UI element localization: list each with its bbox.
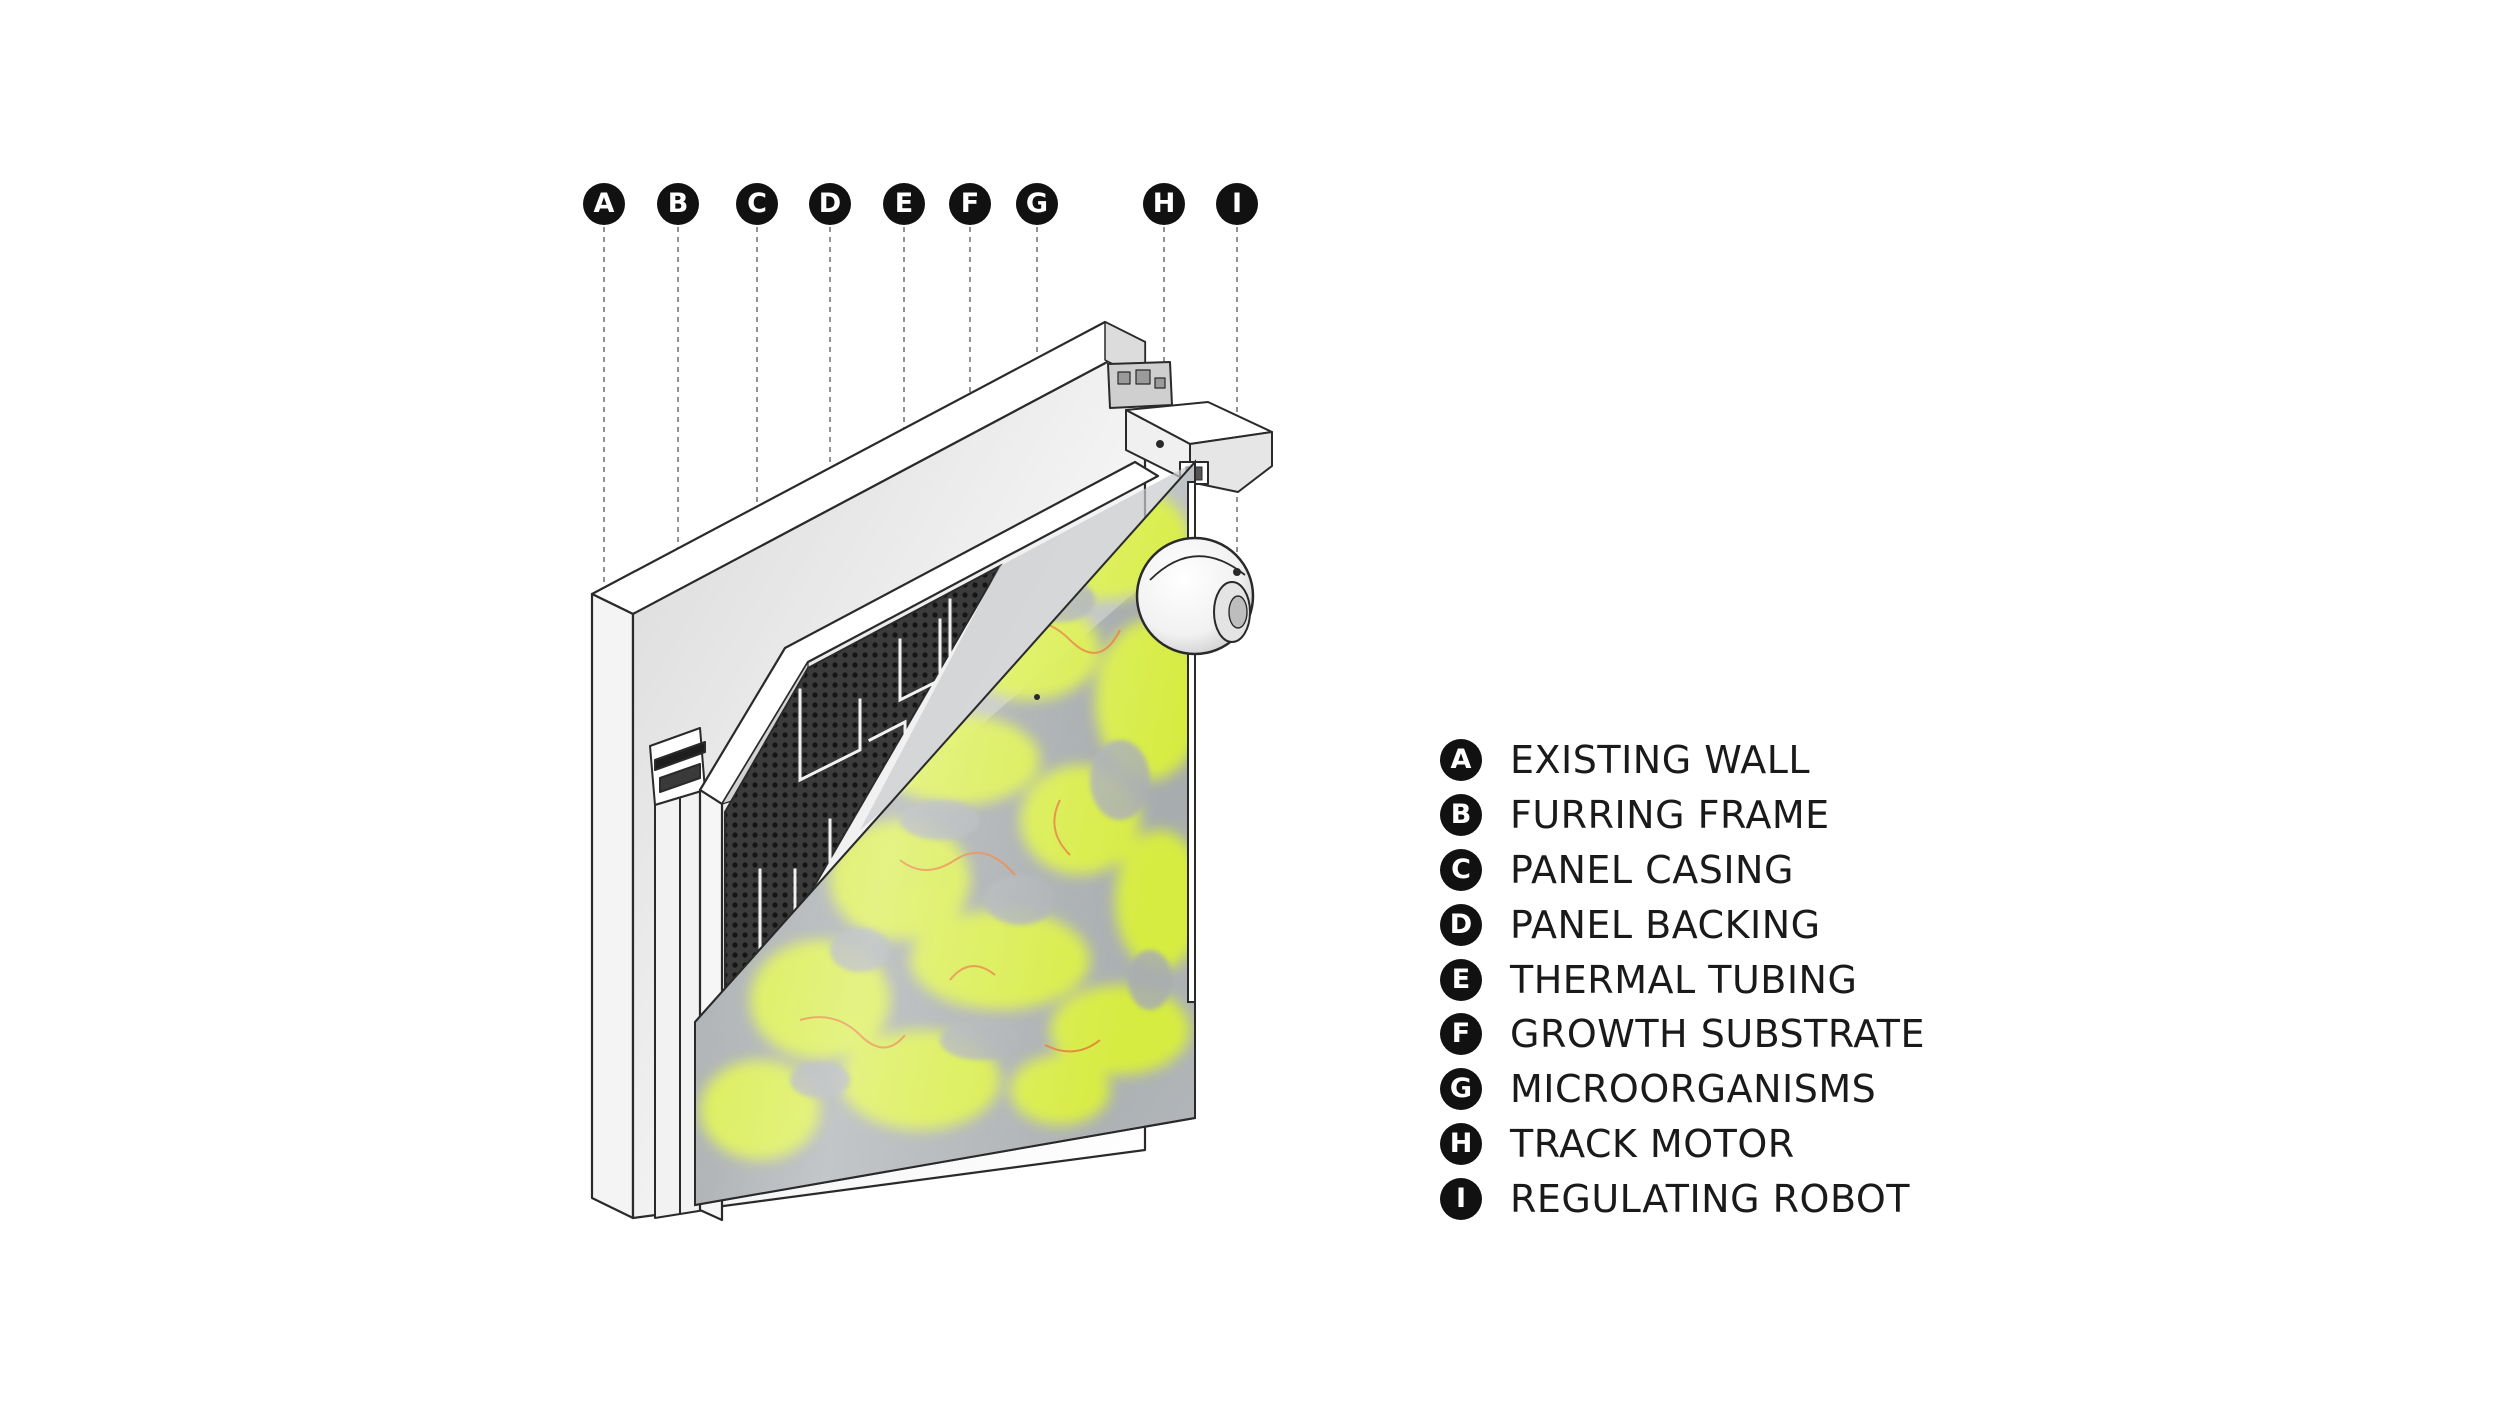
legend-label: REGULATING ROBOT	[1510, 1176, 1910, 1221]
legend-item-furring-frame: B FURRING FRAME	[1440, 788, 2000, 843]
regulating-robot	[1135, 481, 1255, 1003]
marker-i: I	[1216, 183, 1258, 225]
legend-label: PANEL BACKING	[1510, 902, 1821, 947]
legend-marker: I	[1440, 1177, 1482, 1220]
marker-f: F	[949, 183, 991, 225]
legend-marker: D	[1440, 903, 1482, 946]
legend-label: TRACK MOTOR	[1510, 1121, 1795, 1166]
marker-g: G	[1016, 183, 1058, 225]
legend-marker: G	[1440, 1068, 1482, 1111]
legend-marker: C	[1440, 848, 1482, 891]
legend-item-existing-wall: A EXISTING WALL	[1440, 733, 2000, 788]
legend-label: GROWTH SUBSTRATE	[1510, 1012, 1925, 1057]
legend-marker: F	[1440, 1013, 1482, 1056]
growth-substrate	[694, 459, 1196, 1207]
marker-h: H	[1143, 183, 1185, 225]
furring-frame	[649, 727, 706, 1219]
marker-b: B	[657, 183, 699, 225]
track-motor-housing	[1107, 361, 1273, 493]
marker-a: A	[583, 183, 625, 225]
marker-d: D	[809, 183, 851, 225]
legend-label: THERMAL TUBING	[1510, 957, 1858, 1002]
legend-item-panel-backing: D PANEL BACKING	[1440, 897, 2000, 952]
legend-item-regulating-robot: I REGULATING ROBOT	[1440, 1171, 2000, 1226]
legend-item-panel-casing: C PANEL CASING	[1440, 843, 2000, 898]
legend-item-growth-substrate: F GROWTH SUBSTRATE	[1440, 1007, 2000, 1062]
legend: A EXISTING WALL B FURRING FRAME C PANEL …	[1440, 733, 2000, 1226]
legend-marker: A	[1440, 739, 1482, 782]
legend-label: FURRING FRAME	[1510, 793, 1830, 838]
legend-item-microorganisms: G MICROORGANISMS	[1440, 1062, 2000, 1117]
marker-c: C	[736, 183, 778, 225]
legend-label: EXISTING WALL	[1510, 738, 1811, 783]
marker-e: E	[883, 183, 925, 225]
microorganism-growth	[695, 462, 1195, 1205]
legend-label: MICROORGANISMS	[1510, 1067, 1877, 1112]
legend-item-thermal-tubing: E THERMAL TUBING	[1440, 952, 2000, 1007]
legend-marker: H	[1440, 1122, 1482, 1165]
legend-item-track-motor: H TRACK MOTOR	[1440, 1117, 2000, 1172]
legend-marker: B	[1440, 794, 1482, 837]
legend-label: PANEL CASING	[1510, 847, 1794, 892]
legend-marker: E	[1440, 958, 1482, 1001]
